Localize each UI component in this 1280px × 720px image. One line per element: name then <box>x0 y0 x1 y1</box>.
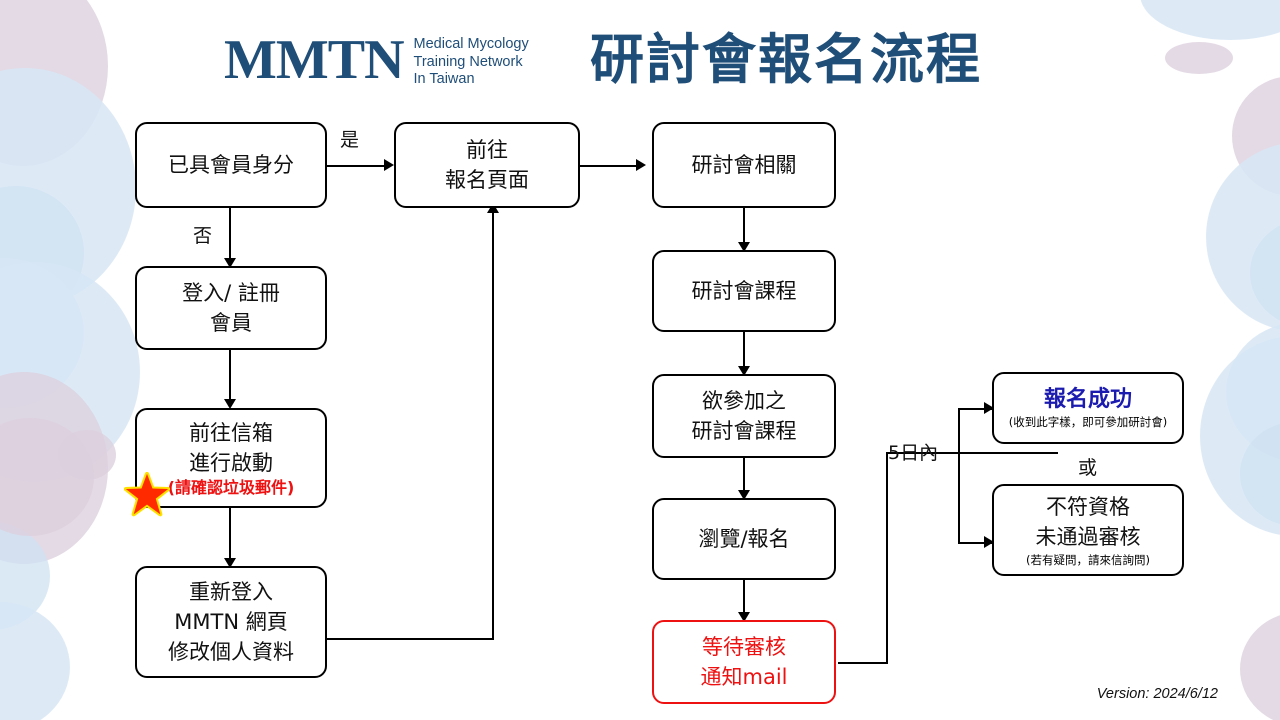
arrowhead <box>487 203 499 213</box>
connector-split-vertical <box>958 408 961 544</box>
decor-blob <box>0 602 70 720</box>
decor-blob <box>1240 612 1280 720</box>
connector-desired-to-browse <box>743 457 746 497</box>
decor-blob <box>0 258 84 408</box>
node-register-text: 登入/ 註冊 會員 <box>182 281 280 335</box>
connector-member-to-signup <box>326 165 390 168</box>
connector-browse-to-await <box>743 579 746 618</box>
decor-blob <box>1240 422 1280 526</box>
edge-label-yes: 是 <box>340 129 360 151</box>
decor-blob <box>0 522 50 630</box>
node-rejected[interactable]: 不符資格 未通過審核 (若有疑問，請來信詢問) <box>992 484 1184 576</box>
star-icon <box>124 472 170 517</box>
decor-blob <box>58 430 116 480</box>
decor-blob <box>1206 142 1280 332</box>
edge-label-or: 或 <box>1078 457 1098 479</box>
node-success-note: (收到此字樣，即可參加研討會) <box>1008 415 1168 429</box>
edge-label-within-5-days: 5日內 <box>888 442 939 464</box>
decor-blob <box>1250 218 1280 328</box>
node-rejected-text: 不符資格 未通過審核 <box>1035 495 1141 549</box>
arrowhead <box>738 612 750 622</box>
page-title: 研討會報名流程 <box>590 28 982 91</box>
connector-relogin-up <box>492 212 495 640</box>
version-label: Version: 2024/6/12 <box>1096 686 1218 702</box>
connector-course-to-desired <box>743 331 746 373</box>
node-seminar-info-text: 研討會相關 <box>691 153 797 177</box>
connector-await-right <box>838 662 888 665</box>
node-success[interactable]: 報名成功 (收到此字樣，即可參加研討會) <box>992 372 1184 444</box>
node-await-review-text: 等待審核 通知mail <box>700 635 788 689</box>
arrowhead <box>984 536 994 548</box>
connector-signup-to-info <box>580 165 642 168</box>
node-browse-signup[interactable]: 瀏覽/報名 <box>652 498 836 580</box>
arrowhead <box>224 399 236 409</box>
decor-blob <box>0 372 108 564</box>
node-member-check-text: 已具會員身分 <box>168 153 294 177</box>
arrowhead <box>636 159 646 171</box>
connector-info-to-course <box>743 207 746 249</box>
edge-label-no: 否 <box>193 225 213 247</box>
connector-to-rejected <box>958 542 992 545</box>
connector-relogin-right <box>327 638 494 641</box>
connector-activate-to-relogin <box>229 508 232 564</box>
node-rejected-note: (若有疑問，請來信詢問) <box>1026 553 1150 567</box>
node-goto-signup-text: 前往 報名頁面 <box>445 138 529 192</box>
arrowhead <box>224 258 236 268</box>
node-await-review[interactable]: 等待審核 通知mail <box>652 620 836 704</box>
logo-subtitle: Medical Mycology Training Network In Tai… <box>413 36 529 87</box>
node-activate-mail-warning: (請確認垃圾郵件) <box>167 478 295 497</box>
node-seminar-info[interactable]: 研討會相關 <box>652 122 836 208</box>
decor-blob <box>0 262 140 482</box>
node-seminar-course[interactable]: 研討會課程 <box>652 250 836 332</box>
decor-blob <box>1226 322 1280 462</box>
node-activate-mail-text: 前往信箱 進行啟動 <box>189 421 273 475</box>
node-browse-signup-text: 瀏覽/報名 <box>698 527 790 551</box>
mmtn-logo: MMTN Medical Mycology Training Network I… <box>224 32 529 89</box>
connector-to-success <box>958 408 992 411</box>
node-relogin[interactable]: 重新登入 MMTN 網頁 修改個人資料 <box>135 566 327 678</box>
connector-member-to-register <box>229 207 232 265</box>
arrowhead <box>224 558 236 568</box>
node-seminar-course-text: 研討會課程 <box>691 279 797 303</box>
node-desired-course[interactable]: 欲參加之 研討會課程 <box>652 374 836 458</box>
node-relogin-text: 重新登入 MMTN 網頁 修改個人資料 <box>168 580 294 664</box>
decor-blob <box>0 186 84 320</box>
slide-header: MMTN Medical Mycology Training Network I… <box>0 0 1280 115</box>
connector-split-horizontal <box>886 452 1058 455</box>
arrowhead <box>384 159 394 171</box>
arrowhead <box>738 366 750 376</box>
arrowhead <box>738 490 750 500</box>
decor-blob <box>1200 336 1280 536</box>
node-goto-signup[interactable]: 前往 報名頁面 <box>394 122 580 208</box>
connector-await-up <box>886 452 889 664</box>
node-desired-course-text: 欲參加之 研討會課程 <box>691 389 797 443</box>
arrowhead <box>738 242 750 252</box>
arrowhead <box>984 402 994 414</box>
node-success-title: 報名成功 <box>1043 387 1132 412</box>
node-register[interactable]: 登入/ 註冊 會員 <box>135 266 327 350</box>
connector-register-to-activate <box>229 349 232 406</box>
node-activate-mail[interactable]: 前往信箱 進行啟動 (請確認垃圾郵件) <box>135 408 327 508</box>
node-member-check[interactable]: 已具會員身分 <box>135 122 327 208</box>
logo-wordmark: MMTN <box>224 29 405 91</box>
decor-blob <box>0 418 94 536</box>
